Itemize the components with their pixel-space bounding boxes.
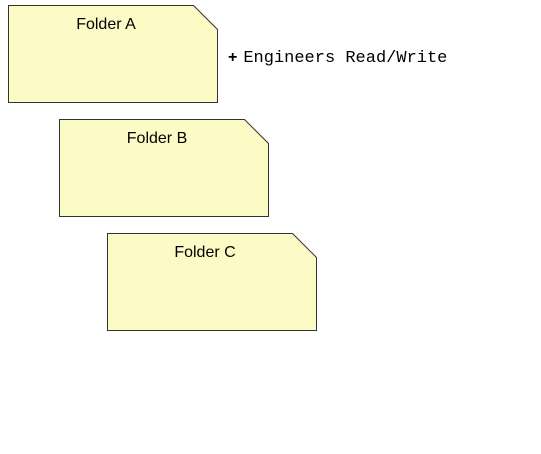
folder-c-label: Folder C [174,244,236,261]
folder-a-outline [8,5,218,103]
folder-a-shape: Folder A [8,5,218,103]
permission-annotation: + Engineers Read/Write [228,49,447,68]
plus-icon: + [228,49,238,66]
folder-a-label: Folder A [76,16,136,33]
folder-b-label: Folder B [126,130,188,147]
permission-text: Engineers Read/Write [243,49,448,68]
folder-b-outline [59,119,269,217]
folder-c-shape: Folder C [107,233,317,331]
folder-c-outline [107,233,317,331]
folder-b-shape: Folder B [59,119,269,217]
